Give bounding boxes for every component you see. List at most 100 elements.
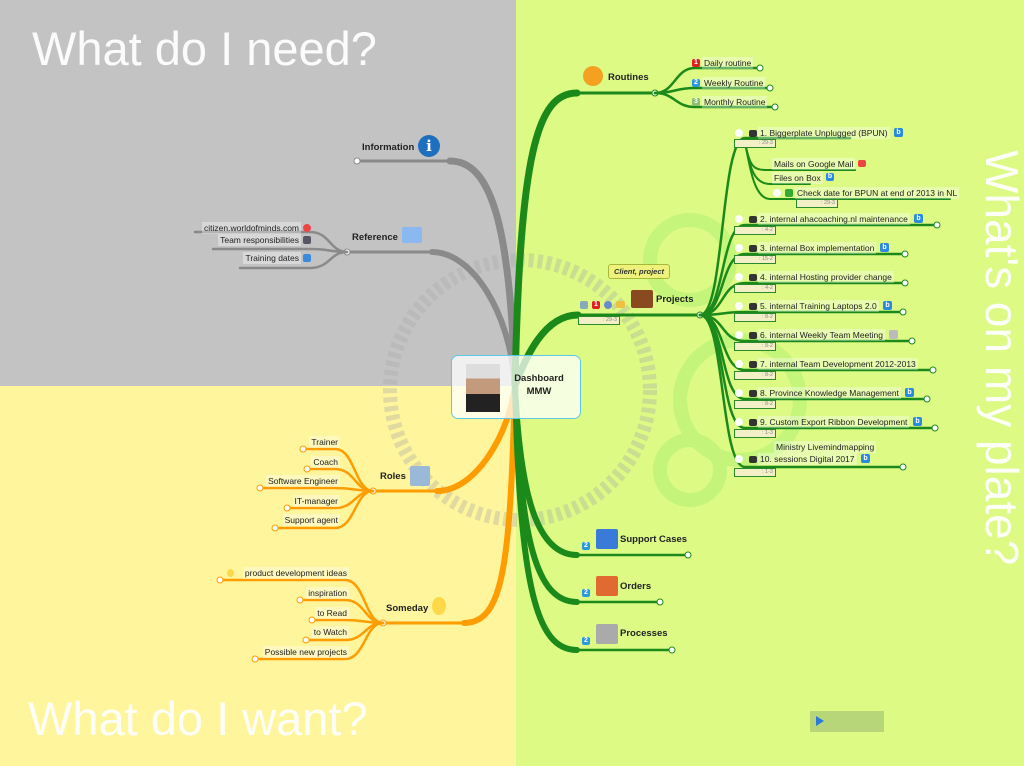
someday-item[interactable]: to Read: [315, 607, 349, 619]
bpun-item[interactable]: Mails on Google Mail: [772, 158, 856, 170]
role-item[interactable]: Coach: [311, 456, 340, 468]
expand-toggle[interactable]: [771, 103, 779, 111]
main-branch: [511, 89, 581, 389]
tag-icon: [749, 245, 757, 252]
folder-icon: [402, 227, 422, 243]
project-item[interactable]: Ministry Livemindmapping: [774, 441, 877, 453]
expand-toggle[interactable]: [256, 484, 264, 492]
role-item[interactable]: Software Engineer: [266, 475, 340, 487]
gear-check-icon: [583, 66, 603, 86]
reference-topic[interactable]: Reference: [352, 232, 398, 243]
expand-toggle[interactable]: [283, 504, 291, 512]
routines-topic[interactable]: Routines: [608, 72, 649, 83]
main-branch: [461, 382, 518, 626]
information-topic[interactable]: Information: [362, 142, 415, 153]
folder-icon: [616, 301, 625, 308]
expand-toggle[interactable]: [271, 524, 279, 532]
project-item[interactable]: 3. internal Box implementation: [758, 242, 877, 254]
reference-item[interactable]: citizen.worldofminds.com: [202, 222, 301, 234]
expand-toggle[interactable]: [668, 646, 676, 654]
expand-toggle[interactable]: [901, 279, 909, 287]
progress-icon: [773, 189, 781, 197]
branch-line: [653, 91, 777, 109]
progress-icon: [735, 273, 743, 281]
expand-toggle[interactable]: [899, 463, 907, 471]
project-item[interactable]: 9. Custom Export Ribbon Development: [758, 416, 910, 428]
role-item[interactable]: Trainer: [309, 436, 340, 448]
expand-toggle[interactable]: [756, 64, 764, 72]
expand-toggle[interactable]: [308, 616, 316, 624]
roles-topic[interactable]: Roles: [380, 471, 406, 482]
progress-icon: [735, 215, 743, 223]
branch-line: [258, 486, 375, 493]
role-item[interactable]: IT-manager: [292, 495, 340, 507]
lightbulb-icon: [432, 597, 446, 615]
bpun-item[interactable]: Files on Box: [772, 172, 823, 184]
expand-toggle[interactable]: [901, 250, 909, 258]
expand-toggle[interactable]: [929, 366, 937, 374]
expand-toggle[interactable]: [656, 598, 664, 606]
expand-toggle[interactable]: [299, 445, 307, 453]
expand-toggle[interactable]: [353, 157, 361, 165]
expand-toggle[interactable]: [923, 395, 931, 403]
branch-line: [698, 313, 905, 469]
bpun-item[interactable]: Check date for BPUN at end of 2013 in NL: [795, 187, 960, 199]
progress-icon: [735, 244, 743, 252]
box-icon: b: [880, 243, 889, 252]
support-topic[interactable]: Support Cases: [620, 534, 688, 545]
routine-item[interactable]: Daily routine: [702, 57, 754, 69]
reference-item[interactable]: Team responsibilities: [218, 234, 301, 246]
project-date: : 8-2: [734, 400, 776, 409]
project-item[interactable]: 5. internal Training Laptops 2.0: [758, 300, 879, 312]
expand-toggle[interactable]: [216, 576, 224, 584]
project-item[interactable]: 8. Province Knowledge Management: [758, 387, 901, 399]
expand-toggle[interactable]: [303, 465, 311, 473]
expand-toggle[interactable]: [251, 655, 259, 663]
project-item[interactable]: 7. internal Team Development 2012-2013: [758, 358, 918, 370]
project-item[interactable]: 1. Biggerplate Unplugged (BPUN): [758, 127, 890, 139]
expand-toggle[interactable]: [931, 424, 939, 432]
box-icon: b: [826, 173, 834, 181]
progress-icon: [735, 331, 743, 339]
expand-toggle[interactable]: [908, 337, 916, 345]
someday-item[interactable]: product development ideas: [242, 567, 349, 579]
priority-1-icon: 1: [692, 59, 700, 67]
expand-toggle[interactable]: [296, 596, 304, 604]
project-item-line2: 10. sessions Digital 2017: [758, 453, 857, 465]
orders-topic[interactable]: Orders: [620, 581, 652, 592]
progress-icon: [604, 301, 612, 309]
expand-toggle[interactable]: [933, 221, 941, 229]
reference-item[interactable]: Training dates: [243, 252, 301, 264]
projects-topic[interactable]: Projects: [656, 294, 694, 305]
projects-callout: Client, project: [608, 264, 671, 279]
project-date: : 8-2: [734, 313, 776, 322]
someday-topic[interactable]: Someday: [386, 603, 429, 614]
role-item[interactable]: Support agent: [282, 514, 340, 526]
someday-item[interactable]: inspiration: [306, 587, 349, 599]
box-icon: b: [894, 128, 903, 137]
routine-item[interactable]: Weekly Routine: [702, 77, 766, 89]
expand-toggle[interactable]: [899, 308, 907, 316]
expand-toggle[interactable]: [766, 84, 774, 92]
briefcase-icon: [631, 290, 653, 308]
tag-icon: [749, 303, 757, 310]
routine-item[interactable]: Monthly Routine: [702, 96, 768, 108]
expand-toggle[interactable]: [684, 551, 692, 559]
checkmark-icon: [785, 189, 793, 197]
bpun-check-date: : 29-3: [796, 199, 838, 208]
branch-line: [698, 223, 939, 317]
project-item[interactable]: 2. internal ahacoaching.nl maintenance: [758, 213, 910, 225]
gear-decoration: [653, 433, 727, 507]
gears-icon: [596, 624, 618, 644]
project-item[interactable]: 6. internal Weekly Team Meeting: [758, 329, 885, 341]
expand-toggle[interactable]: [302, 636, 310, 644]
processes-topic[interactable]: Processes: [620, 628, 668, 639]
document-icon: [303, 236, 311, 244]
someday-item[interactable]: to Watch: [311, 626, 349, 638]
someday-item[interactable]: Possible new projects: [262, 646, 349, 658]
play-button[interactable]: [810, 711, 884, 732]
project-item[interactable]: 4. internal Hosting provider change: [758, 271, 894, 283]
center-title-line1: Dashboard: [514, 373, 564, 384]
timer-icon: [580, 301, 588, 309]
